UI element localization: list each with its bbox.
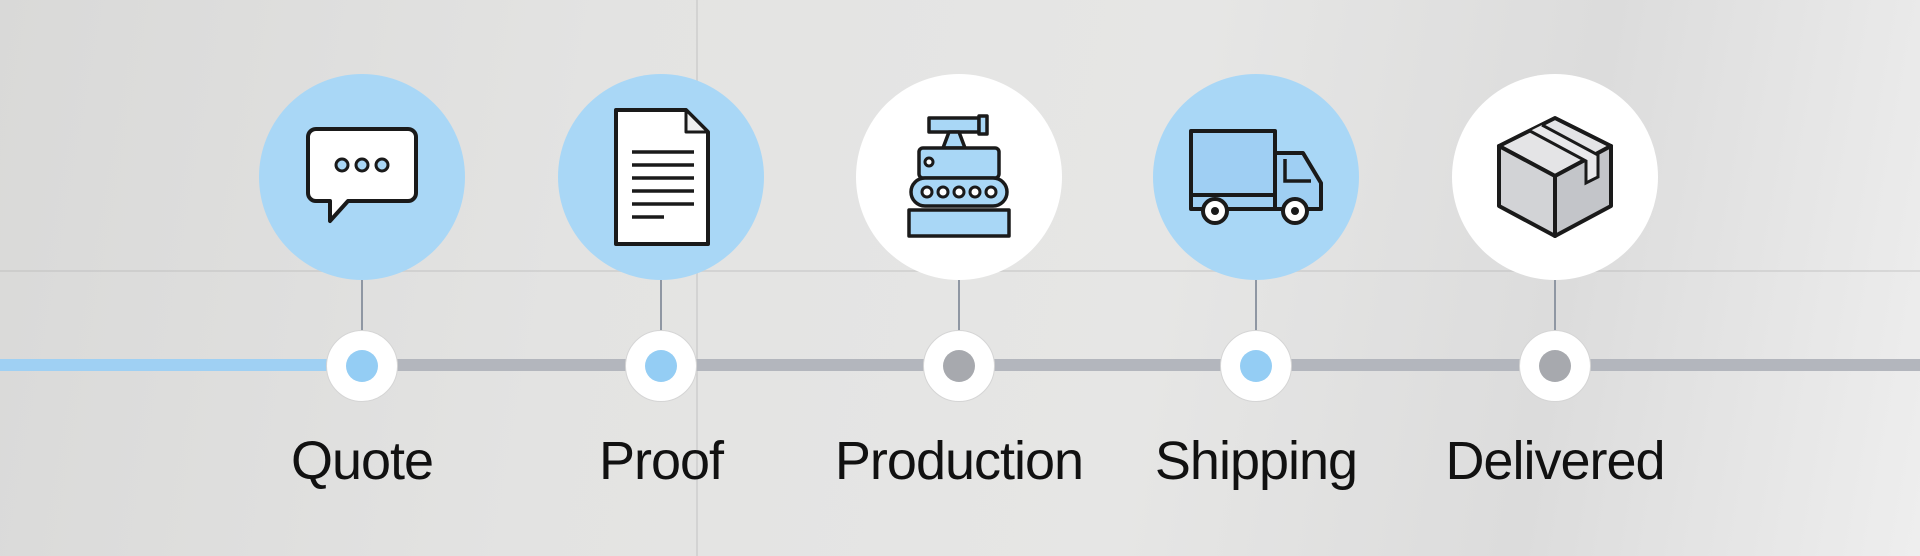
- connector: [958, 280, 960, 332]
- step-icon-circle: [1153, 74, 1359, 280]
- step-node[interactable]: [1519, 330, 1591, 402]
- step-icon-circle: [558, 74, 764, 280]
- step-delivered[interactable]: Delivered: [1405, 0, 1705, 556]
- step-node[interactable]: [923, 330, 995, 402]
- step-icon-circle: [1452, 74, 1658, 280]
- status-dot: [346, 350, 378, 382]
- connector: [361, 280, 363, 332]
- step-label: Production: [834, 431, 1084, 491]
- chat-bubble-icon: [306, 127, 418, 223]
- connector: [660, 280, 662, 332]
- document-icon: [614, 108, 710, 246]
- step-label: Shipping: [1154, 431, 1358, 491]
- step-node[interactable]: [625, 330, 697, 402]
- status-dot: [645, 350, 677, 382]
- production-machine-icon: [907, 114, 1011, 238]
- connector: [1554, 280, 1556, 332]
- step-production[interactable]: Production: [809, 0, 1109, 556]
- step-label: Proof: [598, 431, 724, 491]
- status-dot: [1539, 350, 1571, 382]
- step-icon-circle: [259, 74, 465, 280]
- step-node[interactable]: [326, 330, 398, 402]
- step-shipping[interactable]: Shipping: [1106, 0, 1406, 556]
- step-proof[interactable]: Proof: [511, 0, 811, 556]
- connector: [1255, 280, 1257, 332]
- step-quote[interactable]: Quote: [212, 0, 512, 556]
- truck-icon: [1189, 129, 1323, 225]
- status-dot: [943, 350, 975, 382]
- step-icon-circle: [856, 74, 1062, 280]
- wall-seam: [696, 0, 698, 556]
- step-label: Delivered: [1445, 431, 1665, 491]
- step-label: Quote: [290, 431, 434, 491]
- package-box-icon: [1497, 116, 1613, 238]
- step-node[interactable]: [1220, 330, 1292, 402]
- timeline-progress: [0, 359, 330, 371]
- status-dot: [1240, 350, 1272, 382]
